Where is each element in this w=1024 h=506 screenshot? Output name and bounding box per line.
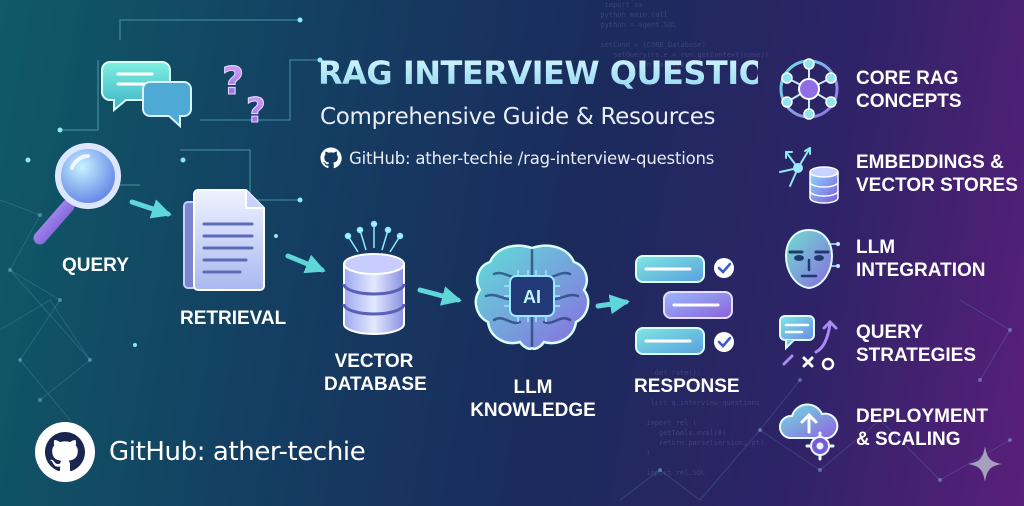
sparkle-icon — [968, 446, 1002, 482]
ai-brain-icon: AI — [474, 244, 590, 350]
github-icon — [320, 147, 342, 169]
repo-link-text: GitHub: ather-techie /rag-interview-ques… — [349, 148, 715, 168]
topic-llm-integration: LLM INTEGRATION — [856, 236, 985, 282]
step-label-retrieval: RETRIEVAL — [180, 308, 287, 329]
topic-line: CONCEPTS — [856, 91, 962, 112]
topic-embeddings-vector-stores: EMBEDDINGS & VECTOR STORES — [856, 151, 1018, 197]
step-label-query: QUERY — [62, 255, 129, 276]
ai-chip-label: AI — [523, 287, 541, 307]
page-subtitle: Comprehensive Guide & Resources — [320, 104, 716, 130]
arrow-database-to-llm — [417, 286, 462, 306]
topic-deployment-scaling: DEPLOYMENT & SCALING — [856, 405, 988, 451]
topic-query-strategies: QUERY STRATEGIES — [856, 321, 976, 367]
topic-line: CORE RAG — [856, 68, 959, 89]
topic-line: & SCALING — [856, 429, 961, 450]
svg-text:?: ? — [222, 59, 244, 103]
step-label-line: KNOWLEDGE — [470, 400, 596, 421]
database-icon — [342, 220, 406, 335]
chat-checks-icon — [635, 255, 734, 355]
network-icon — [779, 58, 839, 120]
github-icon — [35, 422, 95, 482]
topic-line: LLM — [856, 237, 896, 258]
step-label-vector-database: VECTOR DATABASE — [324, 350, 427, 396]
arrow-retrieval-to-database — [285, 253, 326, 274]
step-label-line: DATABASE — [324, 374, 427, 395]
background-code-decoration-2: def rate(): return taste(1) list q.inter… — [646, 369, 765, 477]
topic-line: EMBEDDINGS & — [856, 152, 1004, 173]
robot-face-icon — [784, 228, 840, 290]
topic-line: DEPLOYMENT — [856, 406, 988, 427]
topic-line: QUERY — [856, 322, 923, 343]
svg-text:?: ? — [246, 91, 266, 131]
step-label-line: VECTOR — [334, 351, 414, 372]
cloud-gear-icon — [778, 403, 839, 461]
arrow-llm-to-response — [595, 294, 630, 315]
repo-link[interactable]: GitHub: ather-techie /rag-interview-ques… — [320, 147, 714, 169]
embedding-store-icon — [779, 147, 839, 204]
magnifier-icon — [33, 143, 121, 245]
step-label-llm-knowledge: LLM KNOWLEDGE — [468, 376, 598, 422]
chat-questions-icon: ? ? — [101, 59, 266, 132]
page-title: RAG INTERVIEW QUESTIONS — [318, 54, 815, 92]
documents-icon — [183, 189, 265, 291]
topic-line: INTEGRATION — [856, 260, 986, 281]
step-label-line: LLM — [513, 377, 553, 398]
step-label-response: RESPONSE — [634, 376, 740, 397]
topic-line: STRATEGIES — [856, 345, 976, 366]
topic-core-rag-concepts: CORE RAG CONCEPTS — [856, 67, 962, 113]
footer-github-link[interactable]: GitHub: ather-techie — [33, 420, 366, 484]
arrow-query-to-retrieval — [129, 199, 172, 219]
topic-line: VECTOR STORES — [856, 175, 1018, 196]
strategy-icon — [779, 315, 838, 371]
background-code-decoration: import os python main.call python = agen… — [600, 1, 769, 69]
footer-github-text: GitHub: ather-techie — [109, 437, 366, 467]
